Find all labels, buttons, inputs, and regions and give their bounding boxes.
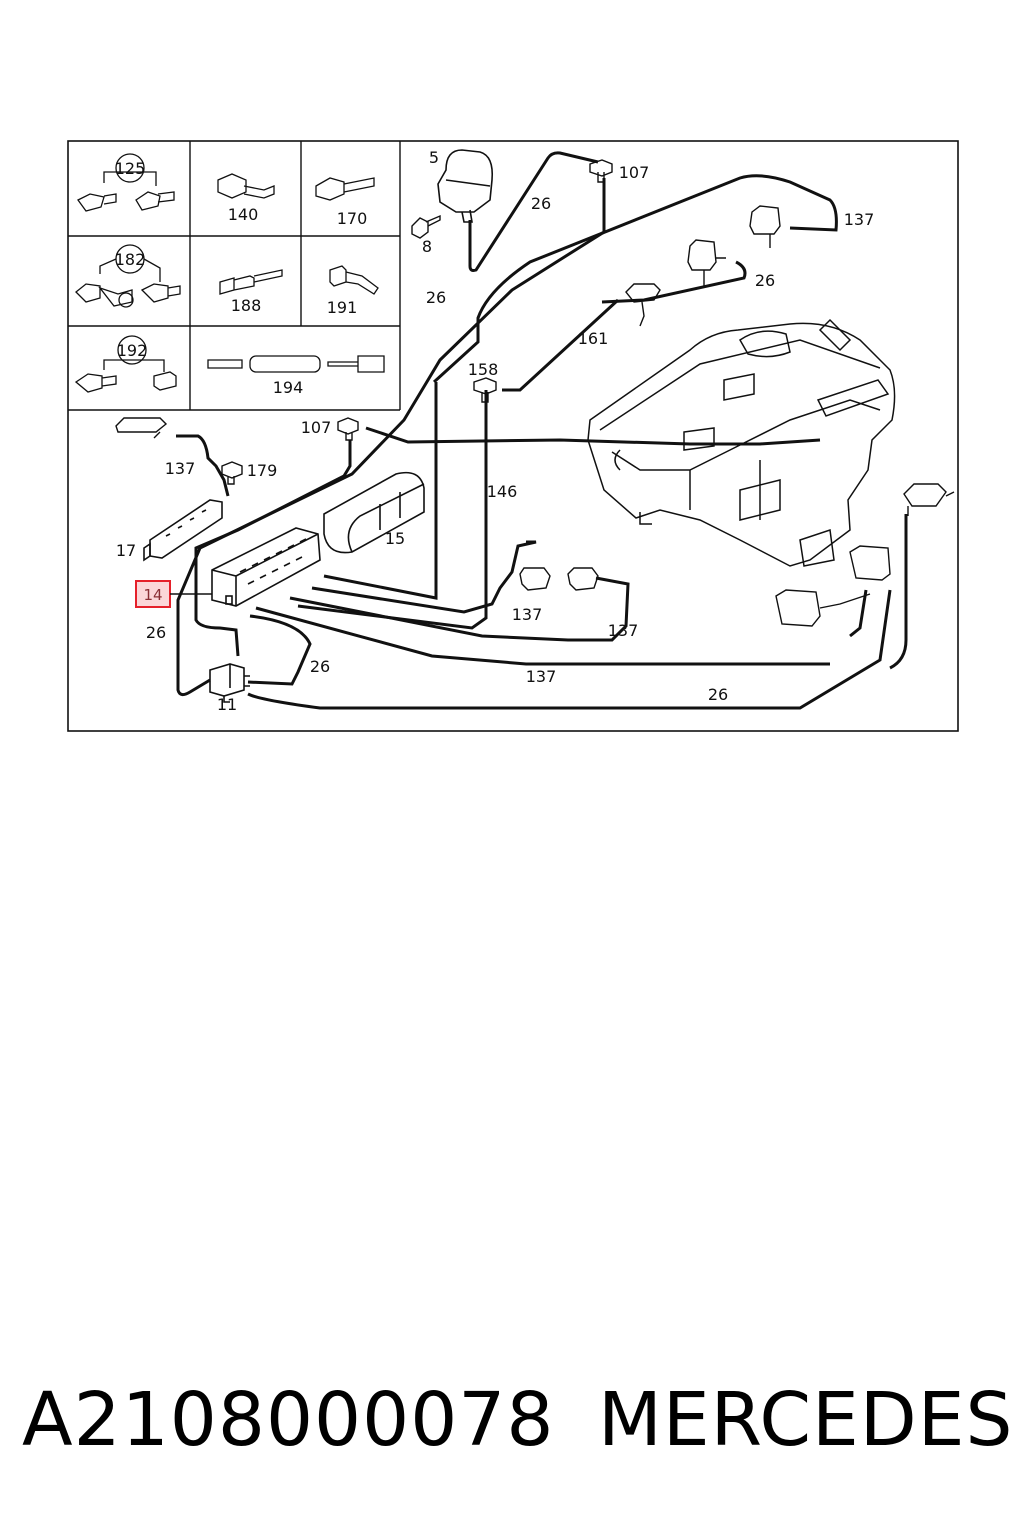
label-191: 191 [327, 298, 358, 317]
label-8: 8 [422, 237, 432, 256]
inset-125 [77, 153, 175, 212]
component-11-switch [209, 663, 250, 703]
label-161: 161 [578, 329, 609, 348]
component-14-control-unit [211, 527, 321, 607]
label-107-a: 107 [619, 163, 650, 182]
component-179-tee [221, 461, 243, 485]
component-right-valve [903, 483, 955, 516]
component-107-tee-mid [337, 417, 359, 441]
inset-labels: 125 140 170 182 188 191 192 194 [115, 159, 368, 397]
label-11: 11 [217, 695, 237, 714]
label-26-c: 26 [426, 288, 446, 307]
label-26-d: 26 [146, 623, 166, 642]
footer-caption: A2108000078 MERCEDES [0, 1370, 1024, 1480]
label-137-d: 137 [608, 621, 639, 640]
inset-170 [315, 177, 375, 201]
component-lower-right-actuators [775, 545, 891, 627]
component-158-tee [473, 377, 497, 403]
label-137-a: 137 [844, 210, 875, 229]
component-137-actuator-a [519, 567, 551, 591]
vacuum-line-diagram: 14 125 140 170 182 188 191 192 194 5 8 2… [67, 140, 959, 732]
label-179: 179 [247, 461, 278, 480]
label-137-e: 137 [526, 667, 557, 686]
component-15-unit [323, 471, 425, 554]
label-125: 125 [115, 159, 146, 178]
inset-192 [74, 335, 177, 393]
label-146: 146 [487, 482, 518, 501]
inset-191 [329, 265, 379, 295]
component-137-bracket [115, 417, 168, 439]
hvac-housing [587, 318, 896, 567]
label-158: 158 [468, 360, 499, 379]
vacuum-hoses [176, 151, 908, 710]
component-sensor-b [687, 239, 726, 286]
inset-140 [217, 173, 275, 199]
label-170: 170 [337, 209, 368, 228]
component-137-actuator-b [567, 567, 599, 591]
label-137-c: 137 [512, 605, 543, 624]
label-26-b: 26 [755, 271, 775, 290]
label-188: 188 [231, 296, 262, 315]
highlight-box [135, 580, 171, 608]
inset-188 [219, 269, 283, 295]
label-137-b: 137 [165, 459, 196, 478]
highlight-callout-14: 14 [135, 580, 212, 608]
label-15: 15 [385, 529, 405, 548]
label-107-b: 107 [301, 418, 332, 437]
component-161-valve [625, 283, 661, 327]
label-140: 140 [228, 205, 259, 224]
label-17: 17 [116, 541, 136, 560]
component-17-connector [143, 499, 223, 562]
component-sensor-a [749, 205, 781, 248]
label-26-a: 26 [531, 194, 551, 213]
label-182: 182 [115, 250, 146, 269]
inset-194 [207, 355, 385, 373]
component-8-screw [411, 214, 441, 239]
component-5-reservoir [437, 149, 494, 223]
part-labels: 5 8 26 107 137 26 26 161 158 107 137 179… [116, 148, 874, 714]
inset-182 [75, 244, 181, 308]
component-107-tee-top [589, 159, 613, 183]
diagram-frame [67, 140, 959, 732]
label-192: 192 [117, 341, 148, 360]
inset-grid [68, 141, 401, 411]
label-26-e: 26 [310, 657, 330, 676]
part-number: A2108000078 [22, 1377, 555, 1463]
brand-name: MERCEDES [598, 1377, 1014, 1463]
label-5: 5 [429, 148, 439, 167]
label-26-f: 26 [708, 685, 728, 704]
label-14: 14 [143, 586, 162, 604]
label-194: 194 [273, 378, 304, 397]
